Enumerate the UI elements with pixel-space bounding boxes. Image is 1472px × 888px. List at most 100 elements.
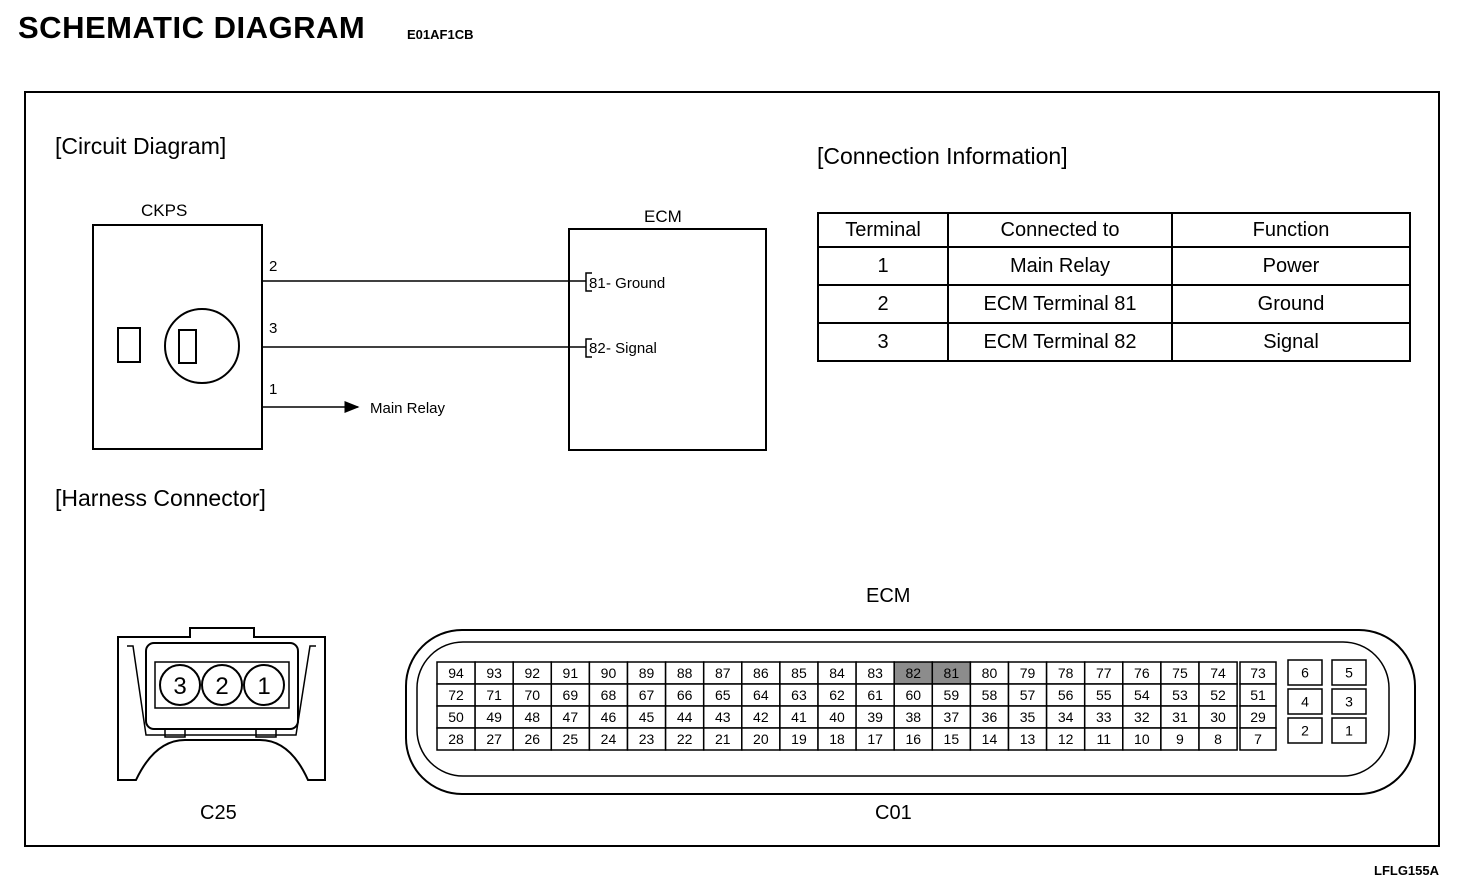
ecm-pin-82: 82 [589, 340, 606, 357]
c01-pin-label: 66 [677, 687, 693, 703]
c01-pin-label: 15 [944, 731, 960, 747]
table-cell: Main Relay [947, 246, 1173, 286]
c01-pin-label: 41 [791, 709, 807, 725]
table-row: 3 ECM Terminal 82 Signal [817, 322, 1411, 362]
c01-pin-label: 5 [1345, 665, 1353, 681]
c01-pin-label: 13 [1020, 731, 1036, 747]
c01-inner-shell [416, 641, 1390, 777]
c01-pin-label: 25 [563, 731, 579, 747]
c01-pin-label: 65 [715, 687, 731, 703]
c01-pin-label: 7 [1254, 731, 1262, 747]
c01-pin [1239, 727, 1277, 751]
figure-code: LFLG155A [1374, 863, 1440, 878]
c01-pin-label: 91 [563, 665, 579, 681]
c01-pin-label: 6 [1301, 665, 1309, 681]
c01-pin-label: 1 [1345, 723, 1353, 739]
c01-pin-label: 22 [677, 731, 693, 747]
c25-pin-label: 3 [173, 673, 186, 700]
table-cell: ECM Terminal 81 [947, 284, 1173, 324]
c01-pin-label: 70 [524, 687, 540, 703]
c01-pin-label: 51 [1250, 687, 1266, 703]
table-cell: 3 [817, 322, 949, 362]
c01-pin [1331, 659, 1367, 686]
c01-pin-label: 21 [715, 731, 731, 747]
ecm-connector-label: ECM [866, 585, 911, 607]
c25-label: C25 [200, 802, 237, 824]
c01-pin-label: 32 [1134, 709, 1150, 725]
c01-pin-label: 79 [1020, 665, 1036, 681]
ckps-slot [117, 327, 141, 363]
wire-signal: 3 82 - Signal [262, 320, 657, 358]
c01-label: C01 [875, 802, 912, 824]
table-cell: Power [1171, 246, 1411, 286]
c01-pin-label: 30 [1210, 709, 1226, 725]
c01-pin-label: 48 [524, 709, 540, 725]
c01-pin-label: 39 [867, 709, 883, 725]
main-relay-label: Main Relay [370, 400, 446, 417]
connection-table: Terminal Connected to Function 1 Main Re… [817, 212, 1411, 362]
c01-pin-label: 78 [1058, 665, 1074, 681]
c01-pin-label: 57 [1020, 687, 1036, 703]
ckps-label: CKPS [141, 201, 187, 220]
c01-pin-label: 88 [677, 665, 693, 681]
c01-pin-label: 19 [791, 731, 807, 747]
c01-pin-label: 26 [524, 731, 540, 747]
ecm-label: ECM [644, 207, 682, 226]
c01-pin-label: 80 [982, 665, 998, 681]
c01-pin-label: 55 [1096, 687, 1112, 703]
c25-pin [243, 664, 285, 706]
table-cell: Ground [1171, 284, 1411, 324]
c01-pin-label: 38 [905, 709, 921, 725]
ckps-pin-label: 3 [269, 320, 277, 337]
c01-pin-label: 63 [791, 687, 807, 703]
c01-pin-label: 72 [448, 687, 464, 703]
c01-pin-label: 29 [1250, 709, 1266, 725]
ecm-pin-signal-label: - Signal [606, 340, 657, 357]
c01-pin-label: 64 [753, 687, 769, 703]
c01-pin-label: 67 [639, 687, 655, 703]
table-cell: 2 [817, 284, 949, 324]
c01-pin-label: 24 [601, 731, 617, 747]
c01-pin-label: 73 [1250, 665, 1266, 681]
c01-pin-label: 3 [1345, 694, 1353, 710]
c01-pin-label: 60 [905, 687, 921, 703]
column-header-connected-to: Connected to [947, 212, 1173, 248]
wire-ground: 2 81 - Ground [262, 258, 665, 292]
c01-pin-label: 18 [829, 731, 845, 747]
c25-pin-label: 1 [257, 673, 270, 700]
c01-pin-label: 85 [791, 665, 807, 681]
c01-pin-label: 52 [1210, 687, 1226, 703]
c01-pin-label: 9 [1176, 731, 1184, 747]
c01-pin-label: 28 [448, 731, 464, 747]
c01-pin-label: 54 [1134, 687, 1150, 703]
c01-pin-label: 36 [982, 709, 998, 725]
c01-pin-label: 75 [1172, 665, 1188, 681]
c01-pin [1287, 717, 1323, 744]
ckps-sensor-element [178, 329, 197, 364]
c01-pin-label: 17 [867, 731, 883, 747]
table-row: 2 ECM Terminal 81 Ground [817, 284, 1411, 324]
c01-pin-label: 50 [448, 709, 464, 725]
c01-pin-label: 35 [1020, 709, 1036, 725]
c01-pin-label: 81 [944, 665, 960, 681]
table-row: 1 Main Relay Power [817, 246, 1411, 286]
c01-pin-label: 82 [905, 665, 921, 681]
c01-pin-label: 83 [867, 665, 883, 681]
c01-pin-label: 8 [1214, 731, 1222, 747]
c01-pin-label: 34 [1058, 709, 1074, 725]
ckps-pin-label: 1 [269, 381, 277, 398]
c01-pin-label: 76 [1134, 665, 1150, 681]
c01-pin-label: 33 [1096, 709, 1112, 725]
c01-pin [1287, 659, 1323, 686]
c01-pin-label: 23 [639, 731, 655, 747]
c01-outer-shell [405, 629, 1416, 795]
c01-pin-label: 77 [1096, 665, 1112, 681]
c01-pin-label: 84 [829, 665, 845, 681]
c01-pin [1331, 717, 1367, 744]
column-header-function: Function [1171, 212, 1411, 248]
c01-pin-label: 43 [715, 709, 731, 725]
ckps-sensor-icon [164, 308, 240, 384]
doc-code: E01AF1CB [407, 27, 474, 42]
